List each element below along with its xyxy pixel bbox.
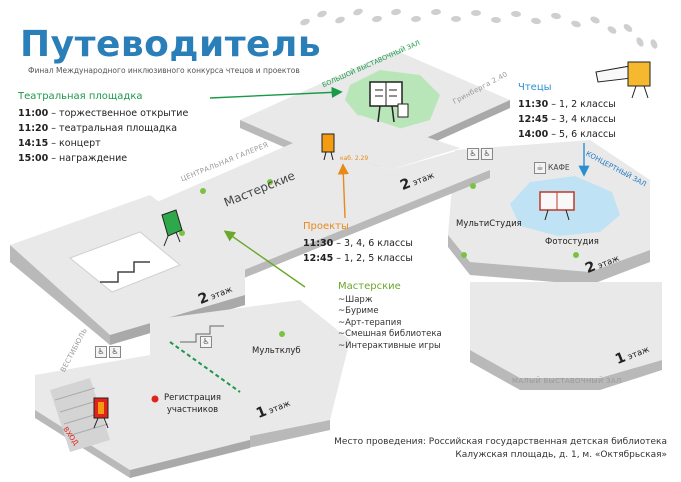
label-fotostudiya: Фотостудия <box>545 237 599 247</box>
chtecy-heading: Чтецы <box>518 82 552 93</box>
schedule-row: 12:45 – 1, 2, 5 классы <box>303 253 413 264</box>
schedule-row: 11:20 – театральная площадка <box>18 123 178 134</box>
page-title: Путеводитель <box>20 24 322 65</box>
venue-info: Место проведения: Российская государстве… <box>334 436 667 462</box>
list-item: ~Шарж <box>338 294 373 305</box>
schedule-row: 12:45 – 3, 4 классы <box>518 114 616 125</box>
arrow-masterskie <box>223 230 306 288</box>
facilities-icons: ♿ <box>200 336 212 348</box>
teatralnaya-heading: Театральная площадка <box>18 91 143 102</box>
schedule-row: 14:00 – 5, 6 классы <box>518 129 616 140</box>
teatralnaya-schedule: Театральная площадка 11:00 – торжественн… <box>18 89 188 166</box>
accessible-icon: ♿ <box>109 346 121 358</box>
book-character-icon <box>93 397 109 429</box>
facilities-icons: ♿ ♿ <box>467 148 493 160</box>
schedule-row: 11:00 – торжественное открытие <box>18 108 189 119</box>
proekty-heading: Проекты <box>303 221 349 232</box>
label-kafe: КАФЕ <box>548 163 570 172</box>
floor1-small-hall <box>470 282 662 390</box>
stairs-icon: ♿ <box>200 336 212 348</box>
label-kab: каб. 2.29 <box>340 155 369 162</box>
venue-line: Калужская площадь, д. 1, м. «Октябрьская… <box>455 450 667 460</box>
list-item: ~Смешная библиотека <box>338 329 442 339</box>
location-dots <box>179 179 579 337</box>
registration-dot <box>151 395 159 403</box>
proekty-schedule: Проекты 11:30 – 3, 4, 6 классы 12:45 – 1… <box>303 219 413 266</box>
book-character-icon <box>369 81 409 123</box>
label-registraciya: Регистрация участников <box>164 393 221 415</box>
cafe-cup-icon: ☕ <box>534 162 546 174</box>
book-character-icon <box>539 191 575 221</box>
masterskie-list: Мастерские ~Шарж ~Буриме ~Арт-терапия ~С… <box>338 281 442 352</box>
stairs-icon <box>180 325 224 343</box>
schedule-row: 11:30 – 1, 2 классы <box>518 99 616 110</box>
chtecy-schedule: Чтецы 11:30 – 1, 2 классы 12:45 – 3, 4 к… <box>518 80 616 142</box>
schedule-row: 14:15 – концерт <box>18 138 101 149</box>
telescope-icon <box>595 61 651 99</box>
list-item: ~Арт-терапия <box>338 317 402 328</box>
list-item: ~Интерактивные игры <box>338 340 441 351</box>
book-character-icon <box>161 209 183 247</box>
facilities-icons: ♿ ♿ <box>95 346 121 358</box>
stairs-icon <box>100 261 150 283</box>
accessible-icon: ♿ <box>481 148 493 160</box>
floor2-corridor <box>150 115 490 298</box>
floor1-vestibule <box>35 355 250 478</box>
label-maly-zal: МАЛЫЙ ВЫСТАВОЧНЫЙ ЗАЛ <box>512 377 622 385</box>
list-item: ~Буриме <box>338 306 379 316</box>
schedule-row: 11:30 – 3, 4, 6 классы <box>303 238 413 249</box>
footprints-icon <box>300 8 658 49</box>
toilet-icon: ♿ <box>467 148 479 160</box>
label-multistudiya: МультиСтудия <box>456 219 522 229</box>
arrow-proekty <box>337 163 349 219</box>
venue-line: Место проведения: Российская государстве… <box>334 437 667 447</box>
masterskie-heading: Мастерские <box>338 281 401 292</box>
cafe-icons: ☕ <box>534 162 546 174</box>
atrium-opening <box>69 231 181 293</box>
book-character-icon <box>321 133 335 161</box>
schedule-row: 15:00 – награждение <box>18 153 128 164</box>
label-multklub: Мультклуб <box>252 346 301 356</box>
toilet-icon: ♿ <box>95 346 107 358</box>
page-subtitle: Финал Международного инклюзивного конкур… <box>28 66 300 75</box>
arrow-teatralnaya <box>209 86 343 99</box>
